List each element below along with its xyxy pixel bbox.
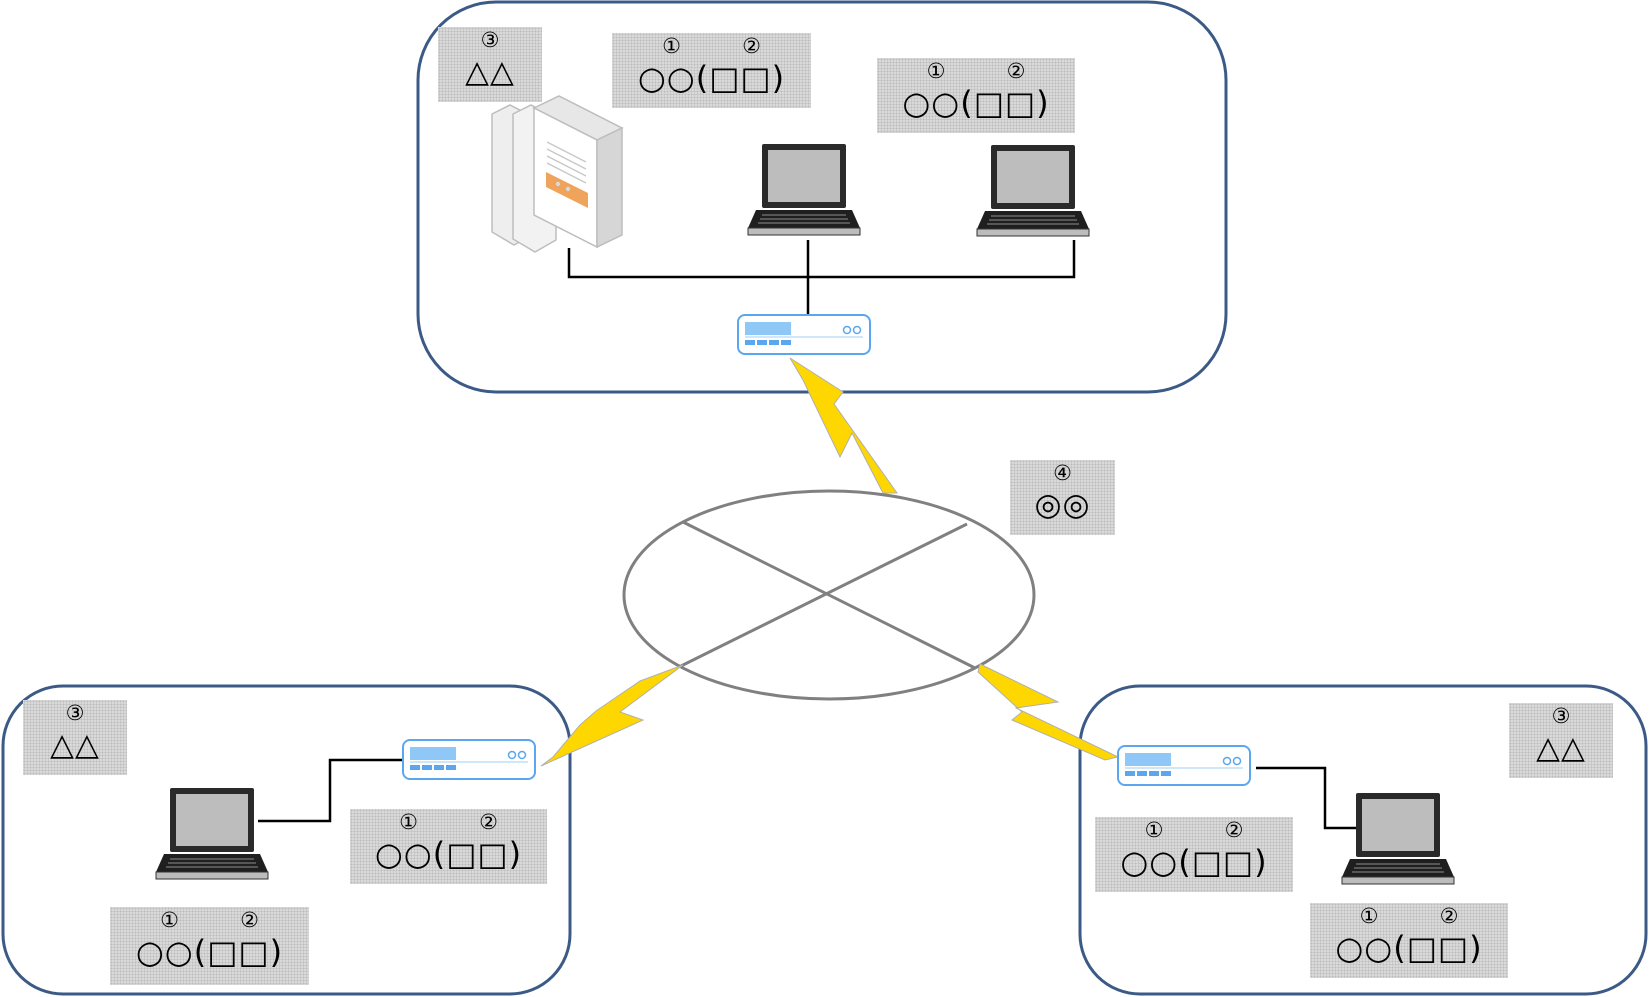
label-number: ② [742,34,761,58]
pc-label-left: ① ② ○○(□□) [110,907,309,985]
pc-label-top-a: ① ② ○○(□□) [612,33,811,108]
laptop-icon [1341,792,1455,885]
router-icon [402,739,536,780]
label-number: ① [160,908,179,932]
router-icon [737,314,871,355]
label-text: △△ [465,54,515,90]
site-left-boundary [1,684,572,996]
site-label-right: ③ △△ [1509,703,1613,778]
label-text: ◎◎ [1034,487,1091,523]
label-text: △△ [1536,730,1586,766]
laptop-icon [976,144,1090,237]
wan-label: ④ ◎◎ [1010,460,1115,535]
label-number: ① [1144,818,1164,842]
label-number: ① [926,59,946,83]
site-label-top: ③ △△ [438,27,542,102]
label-number: ③ [65,701,85,725]
label-number: ② [1006,59,1026,83]
left-site-wiring [258,758,402,823]
right-site-wiring [1256,766,1364,830]
label-text: ○○(□□) [374,835,523,873]
label-number: ② [1224,818,1244,842]
server-icon [491,95,624,253]
lightning-icon [977,663,1120,761]
router-label-right: ① ② ○○(□□) [1095,817,1293,892]
network-cloud-icon [622,489,1036,701]
router-label-left: ① ② ○○(□□) [350,809,547,884]
label-text: ○○(□□) [1120,843,1268,881]
site-label-left: ③ △△ [23,700,127,775]
label-text: ○○(□□) [135,933,284,971]
pc-label-top-b: ① ② ○○(□□) [877,58,1075,133]
label-text: △△ [50,727,100,763]
lightning-icon [540,664,684,767]
label-number: ① [399,810,418,834]
laptop-icon [155,787,269,880]
label-number: ① [1359,904,1379,928]
router-icon [1117,745,1251,786]
top-site-wiring [567,240,1076,314]
label-number: ④ [1053,461,1072,485]
label-number: ③ [480,28,500,52]
pc-label-right: ① ② ○○(□□) [1310,903,1508,978]
label-text: ○○(□□) [637,59,786,97]
site-right-boundary [1078,684,1648,996]
label-number: ② [479,810,498,834]
label-number: ② [240,908,259,932]
laptop-icon [747,143,861,236]
label-text: ○○(□□) [902,84,1050,122]
label-text: ○○(□□) [1335,929,1483,967]
label-number: ③ [1551,704,1571,728]
label-number: ① [662,34,681,58]
label-number: ② [1439,904,1459,928]
lightning-icon [789,357,898,494]
